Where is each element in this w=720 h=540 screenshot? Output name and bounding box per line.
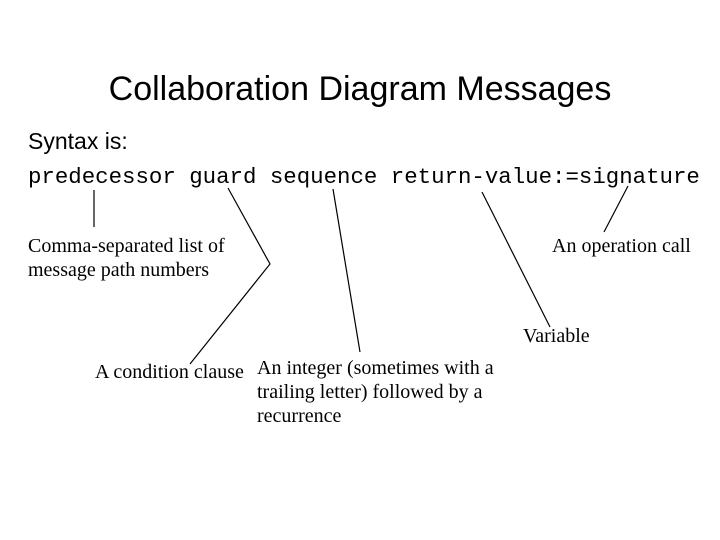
annotation-variable: Variable — [523, 325, 590, 347]
connector-signature-leader — [603, 185, 629, 233]
page-title: Collaboration Diagram Messages — [108, 69, 612, 108]
annotation-path-numbers: Comma-separated list of message path num… — [28, 235, 225, 281]
syntax-expression: predecessor guard sequence return-value:… — [28, 164, 700, 190]
connector-return-value-leader — [481, 191, 551, 328]
annotation-operation-call: An operation call — [552, 235, 691, 257]
connector-sequence-leader — [332, 188, 361, 353]
annotation-condition-clause: A condition clause — [95, 361, 244, 383]
annotation-integer-recurrence: An integer (sometimes with a trailing le… — [257, 357, 494, 427]
syntax-label: Syntax is: — [28, 128, 128, 154]
